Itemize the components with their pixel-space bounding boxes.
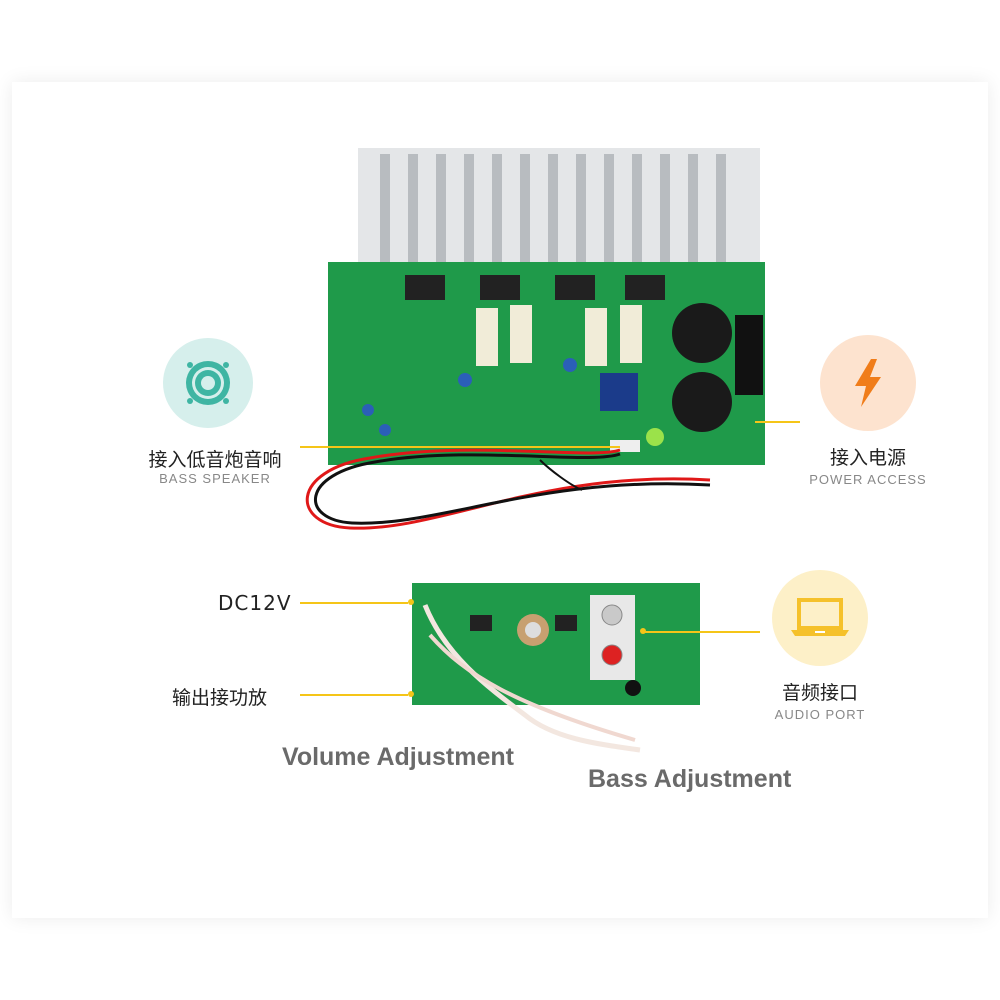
audio-port-label-en: AUDIO PORT <box>774 707 866 722</box>
power-access-badge <box>820 335 916 431</box>
audio-port-badge <box>772 570 868 666</box>
output-amp-label: 输出接功放 <box>172 687 268 709</box>
volume-adjustment-label: Volume Adjustment <box>282 743 514 771</box>
pcb <box>328 262 765 465</box>
bass-speaker-label-cn: 接入低音炮音响 <box>148 449 282 471</box>
amplifier-board-image <box>305 148 765 530</box>
audio-port-leader-line <box>645 631 760 633</box>
lightning-bolt-icon <box>855 359 881 407</box>
pcb <box>412 583 700 705</box>
bass-speaker-label-en: BASS SPEAKER <box>159 471 271 486</box>
dc12v-leader-line <box>300 602 408 604</box>
output-amp-leader-dot <box>408 691 414 697</box>
bass-adjustment-label: Bass Adjustment <box>588 765 792 793</box>
power-access-label-cn: 接入电源 <box>829 447 906 469</box>
output-amp-leader-line <box>300 694 408 696</box>
dc12v-leader-dot <box>408 599 414 605</box>
power-access-label-en: POWER ACCESS <box>809 472 927 487</box>
bass-speaker-badge <box>163 338 253 428</box>
dc12v-label: DC12V <box>218 591 292 615</box>
bass-speaker-leader-line <box>300 446 620 448</box>
audio-port-leader-dot <box>640 628 646 634</box>
power-access-leader-line <box>755 421 800 423</box>
speaker-icon <box>186 361 230 405</box>
heatsink <box>358 148 760 278</box>
preamp-board-image <box>412 583 700 753</box>
laptop-icon <box>791 598 849 636</box>
audio-port-label-cn: 音频接口 <box>781 682 858 704</box>
